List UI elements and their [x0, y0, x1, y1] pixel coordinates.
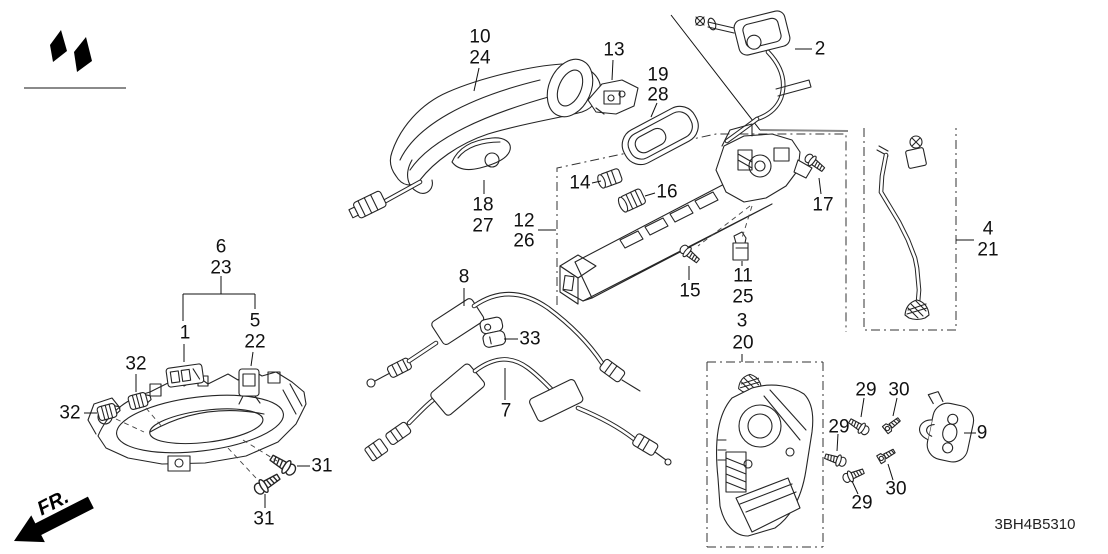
callout-labels: 10 24 13 19 28 2 14 16 17 12 26 18 27 6 …: [59, 27, 998, 530]
callout-3: 3: [737, 311, 748, 332]
part-rod-4-21: [876, 135, 930, 321]
callout-21: 21: [977, 240, 998, 261]
callout-29-c: 29: [851, 493, 872, 514]
page-corner-icon: [24, 30, 126, 89]
divider-line-2: [759, 129, 849, 132]
part-screw-31-b: [251, 469, 283, 498]
callout-16: 16: [656, 182, 677, 203]
diagram-code: 3BH4B5310: [995, 516, 1076, 533]
part-striker-9: [919, 391, 975, 463]
callout-24: 24: [469, 48, 491, 69]
part-bracket-5-22: [238, 368, 261, 405]
callout-2: 2: [815, 39, 826, 60]
part-screw-31-a: [267, 450, 299, 479]
callout-7: 7: [501, 401, 512, 422]
callout-32-b: 32: [59, 403, 80, 424]
callout-10: 10: [469, 27, 490, 48]
part-handle-base-12-26: [559, 123, 813, 305]
part-latch-3-20: [716, 373, 814, 537]
callout-18: 18: [472, 195, 493, 216]
callout-30-b: 30: [885, 479, 906, 500]
part-bracket-13: [587, 79, 639, 115]
callout-5: 5: [250, 311, 261, 332]
callout-29-a: 29: [855, 380, 876, 401]
callout-26: 26: [513, 231, 534, 252]
callout-6: 6: [216, 237, 227, 258]
callout-25: 25: [732, 287, 753, 308]
callout-31-b: 31: [253, 509, 274, 530]
callout-28: 28: [647, 85, 668, 106]
callout-9: 9: [977, 423, 988, 444]
callout-17: 17: [812, 195, 833, 216]
callout-23: 23: [210, 258, 231, 279]
part-switch-1: [165, 363, 205, 388]
callout-14: 14: [569, 173, 591, 194]
callout-13: 13: [603, 40, 624, 61]
callout-29-b: 29: [828, 417, 849, 438]
part-screw-29-c: [840, 465, 867, 486]
part-screw-29-a: [846, 415, 872, 438]
part-grommet-16: [617, 188, 646, 213]
callout-22: 22: [244, 332, 265, 353]
part-bolt-30-a: [881, 415, 903, 435]
handle-base-region-box: [556, 133, 847, 332]
part-handle-cap-18-27: [451, 137, 511, 171]
part-screw-29-b: [822, 450, 849, 469]
part-seal-19-28: [621, 105, 699, 166]
part-outer-handle-10-24: [348, 58, 601, 219]
callout-20: 20: [732, 333, 753, 354]
callout-33: 33: [519, 329, 540, 350]
part-grommet-14: [597, 168, 623, 189]
leader-dashed: [227, 439, 278, 479]
callout-27: 27: [472, 216, 493, 237]
leader-dashed: [115, 407, 164, 433]
callout-32-a: 32: [125, 354, 146, 375]
part-lock-cylinder-2: [694, 10, 812, 144]
part-bolt-30-b: [876, 446, 897, 465]
callout-31-a: 31: [311, 456, 332, 477]
callout-12: 12: [513, 211, 534, 232]
callout-19: 19: [647, 65, 668, 86]
leader-dashed: [697, 205, 753, 247]
callout-11: 11: [733, 266, 753, 287]
fr-arrow: FR.: [14, 486, 94, 543]
callout-30-a: 30: [888, 380, 909, 401]
divider-line: [670, 14, 761, 131]
part-clip-11-25: [732, 231, 749, 261]
rod-region-box: [863, 128, 957, 331]
callout-8: 8: [459, 267, 470, 288]
callout-1: 1: [180, 323, 191, 344]
part-cable-7: [364, 357, 672, 466]
latch-region-box: [706, 361, 824, 548]
callout-4: 4: [983, 219, 994, 240]
callout-leaders: [84, 48, 976, 508]
part-clip-33: [479, 316, 507, 348]
callout-15: 15: [679, 281, 700, 302]
part-cable-8: [366, 291, 641, 392]
